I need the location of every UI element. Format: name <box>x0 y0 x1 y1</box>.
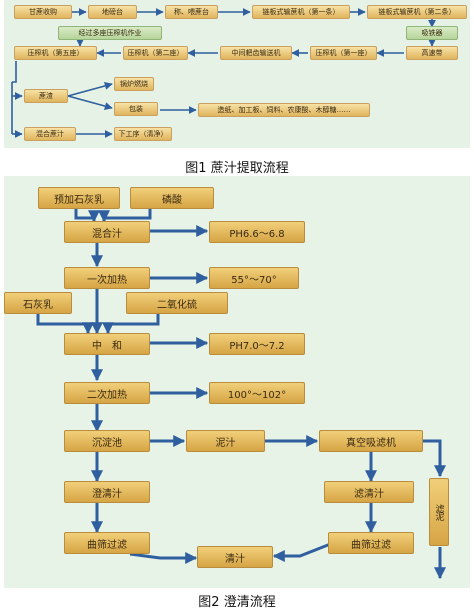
node-conveyor-1: 链板式输蔗机（第一条） <box>252 5 350 19</box>
node-final-juice: 清汁 <box>197 546 273 568</box>
node-by-products: 造纸、加工板、饲料、农康酸、木醇糖…… <box>198 103 370 117</box>
node-mud-juice: 泥汁 <box>186 430 265 452</box>
node-second-heating: 二次加热 <box>64 382 150 404</box>
node-temp2: 100°～102° <box>209 382 305 404</box>
node-filter-mud: 滤泥 <box>429 478 449 546</box>
node-sieve-right: 曲筛过滤 <box>328 532 414 554</box>
node-multi-press-note: 经过多座压榨机作业 <box>58 26 162 40</box>
node-mixed-cane-juice: 混合蔗汁 <box>24 127 76 141</box>
node-temp1: 55°～70° <box>209 267 299 289</box>
node-press-1: 压榨机（第一座） <box>310 46 377 60</box>
node-high-speed-belt: 高速带 <box>406 46 458 60</box>
figure2-caption: 图2 澄清流程 <box>198 595 276 610</box>
node-sulfur-dioxide: 二氧化硫 <box>126 292 228 314</box>
figure1-panel <box>4 0 470 148</box>
node-boiler: 锅炉燃烧 <box>114 77 154 91</box>
node-neutralization: 中 和 <box>64 333 150 355</box>
node-sugarcane-purchase: 甘蔗收购 <box>14 5 72 19</box>
node-phosphoric-acid: 磷酸 <box>130 187 214 209</box>
node-sieve-left: 曲筛过滤 <box>64 532 150 554</box>
node-next-step: 下工序（清净） <box>114 127 172 141</box>
node-bagasse: 蔗渣 <box>24 89 68 103</box>
node-settler: 沉淀池 <box>64 430 150 452</box>
node-weighbridge: 地磅台 <box>88 5 137 19</box>
node-mixed-juice: 混合汁 <box>64 221 150 243</box>
node-weigh-feed-table: 称、喂蔗台 <box>165 5 218 19</box>
node-iron-remover: 吸铁器 <box>406 26 458 40</box>
node-pre-lime-milk: 预加石灰乳 <box>38 187 120 209</box>
node-packing: 包装 <box>114 102 158 116</box>
figure1-caption: 图1 蔗汁提取流程 <box>185 161 289 176</box>
node-ph2: PH7.0～7.2 <box>209 333 305 355</box>
node-press-2: 压榨机（第二座） <box>123 46 188 60</box>
node-clear-juice: 澄清汁 <box>64 481 150 503</box>
node-lime-milk: 石灰乳 <box>4 292 72 314</box>
node-middle-conveyor: 中间耙齿输送机 <box>220 46 292 60</box>
node-ph1: PH6.6～6.8 <box>209 221 305 243</box>
node-conveyor-2: 链板式输蔗机（第二条） <box>367 5 467 19</box>
node-filtered-juice: 滤清汁 <box>324 481 414 503</box>
node-press-5: 压榨机（第五座） <box>14 46 97 60</box>
node-vacuum-filter: 真空吸滤机 <box>319 430 423 452</box>
node-first-heating: 一次加热 <box>64 267 150 289</box>
